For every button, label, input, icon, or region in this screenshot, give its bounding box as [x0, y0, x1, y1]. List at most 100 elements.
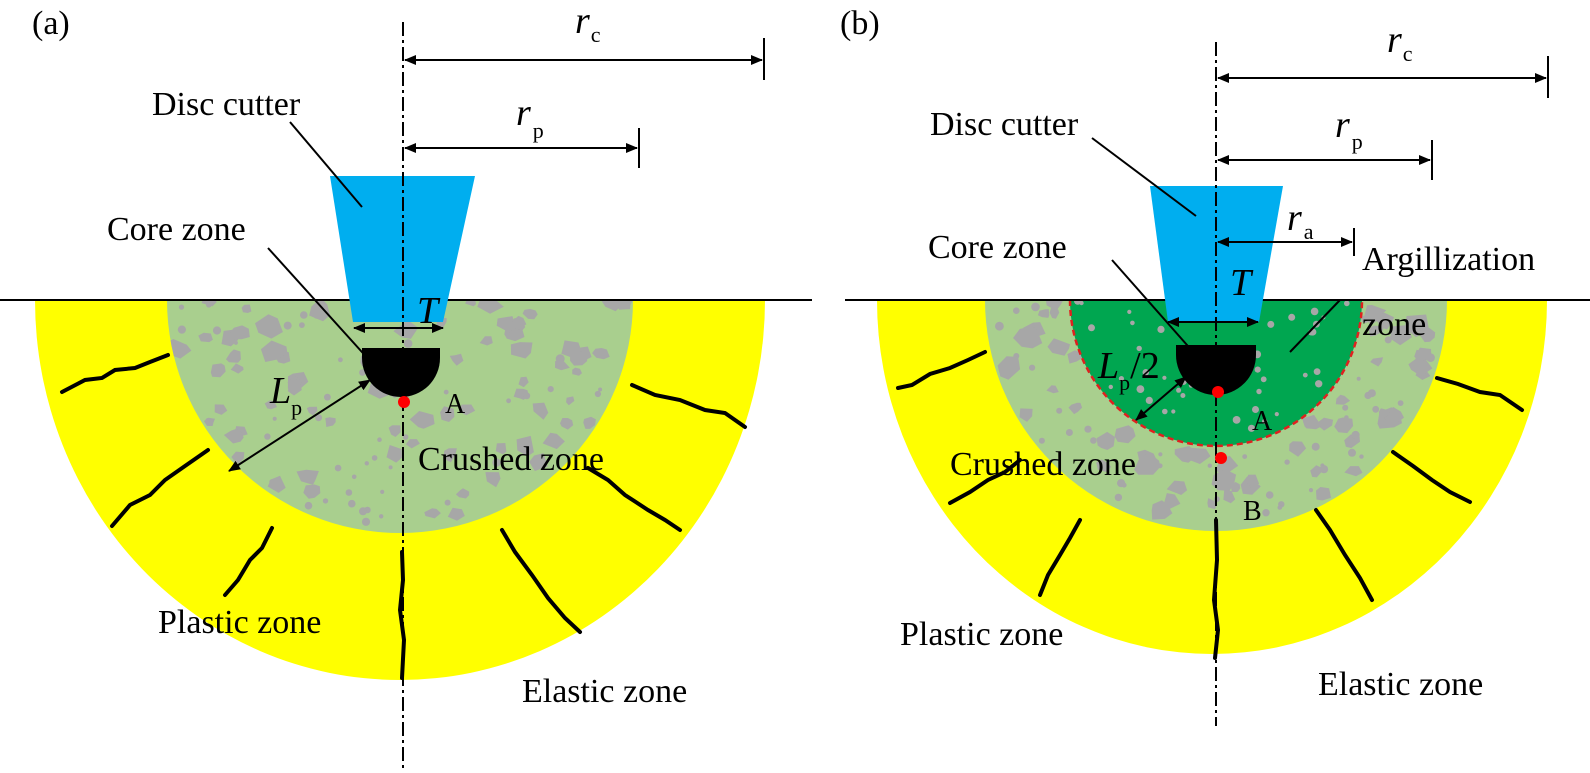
crushed-zone-label: Crushed zone	[950, 446, 1136, 483]
particle	[1049, 306, 1060, 319]
particle-dot	[598, 387, 603, 392]
particle	[1247, 474, 1260, 488]
particle	[1013, 326, 1043, 349]
argillization-dot	[1176, 387, 1182, 393]
particle-dot	[233, 340, 238, 345]
particle-dot	[1319, 465, 1329, 474]
particle-dot	[1029, 364, 1036, 371]
particle-dot	[272, 416, 277, 421]
argillization-dot	[1274, 412, 1279, 417]
particle	[1207, 498, 1218, 510]
panel-a-label: (a)	[32, 5, 70, 42]
lp-half-symbol: Lp/2	[1097, 345, 1160, 395]
particle-dot	[178, 304, 185, 310]
t-symbol: T	[417, 290, 441, 332]
t-symbol: T	[1230, 262, 1254, 304]
particle	[230, 363, 244, 374]
particle	[566, 396, 575, 406]
particle	[583, 416, 596, 429]
particle-dot	[547, 386, 554, 393]
particle	[510, 342, 533, 359]
particle	[1166, 480, 1188, 495]
particle-dot	[1121, 482, 1127, 488]
particle	[424, 508, 441, 519]
particle	[226, 349, 241, 363]
particle-dot	[1084, 425, 1092, 433]
particle-dot	[1262, 509, 1270, 517]
rc-symbol: rc	[1387, 19, 1413, 66]
particle-dot	[1013, 307, 1020, 315]
particle	[560, 418, 574, 430]
particle	[1047, 338, 1070, 356]
particle	[241, 304, 252, 313]
particle-dot	[1284, 459, 1290, 465]
particle	[255, 314, 283, 339]
argillization-dot	[1130, 320, 1135, 326]
argillization-dot	[1256, 388, 1262, 395]
particle-dot	[300, 311, 308, 319]
particle	[555, 359, 570, 371]
argillization-dot	[1162, 408, 1168, 415]
particle	[1184, 447, 1211, 464]
argillization-dot	[1302, 372, 1308, 378]
particle-dot	[1426, 353, 1435, 362]
argillization-dot	[1142, 369, 1150, 376]
point-a-label: A	[1252, 406, 1273, 437]
particle-dot	[1031, 302, 1040, 312]
particle-dot	[377, 437, 382, 443]
particle	[511, 318, 526, 331]
particle-dot	[444, 499, 451, 506]
particle-dot	[441, 411, 448, 417]
particle-dot	[523, 392, 531, 400]
particle	[201, 300, 217, 307]
argillization-dot	[1171, 409, 1176, 414]
particle	[214, 404, 228, 415]
disc-cutter-label: Disc cutter	[152, 86, 301, 123]
argillization-dot	[1136, 345, 1142, 352]
argillization-dot	[1118, 376, 1124, 382]
core-zone-leader	[267, 247, 381, 373]
particle	[309, 300, 331, 322]
ra-symbol: ra	[1287, 197, 1314, 244]
particle-dot	[1090, 437, 1097, 444]
particle	[1019, 408, 1033, 422]
argillization-dot	[1108, 384, 1114, 390]
particle	[1096, 431, 1115, 450]
particle	[460, 404, 476, 416]
particle-dot	[206, 302, 212, 308]
particle-dot	[334, 464, 342, 472]
particle-dot	[1038, 437, 1045, 444]
argillization-dot	[1313, 368, 1321, 375]
point-a-marker	[398, 396, 410, 408]
particle	[386, 445, 403, 463]
particle-dot	[380, 489, 385, 494]
particle	[260, 340, 288, 362]
particle-dot	[212, 326, 222, 335]
crack-lines	[896, 350, 1524, 660]
lp-half-dimension-line	[1135, 376, 1187, 421]
particle-dot	[995, 321, 1004, 331]
particle	[495, 443, 507, 455]
argillization-leader	[1289, 299, 1341, 353]
particle-dot	[1114, 493, 1123, 502]
particle	[210, 363, 226, 378]
particle	[455, 488, 470, 499]
particle	[532, 402, 549, 420]
particle	[388, 425, 401, 437]
point-b-label: B	[1243, 496, 1262, 527]
particle	[485, 472, 501, 488]
argillization-dot	[1088, 324, 1095, 332]
particle-dot	[364, 461, 369, 466]
particle	[1114, 425, 1136, 444]
particle	[1289, 441, 1307, 457]
particle-dot	[338, 357, 343, 363]
particle-dot	[283, 321, 292, 330]
particle-dot	[506, 398, 511, 404]
particle-dot	[594, 390, 602, 398]
core-zone-shape	[362, 348, 440, 397]
elastic-zone-label: Elastic zone	[1318, 666, 1483, 703]
rp-symbol: rp	[1335, 104, 1363, 154]
particle	[997, 356, 1021, 380]
particle-dot	[1348, 448, 1356, 457]
